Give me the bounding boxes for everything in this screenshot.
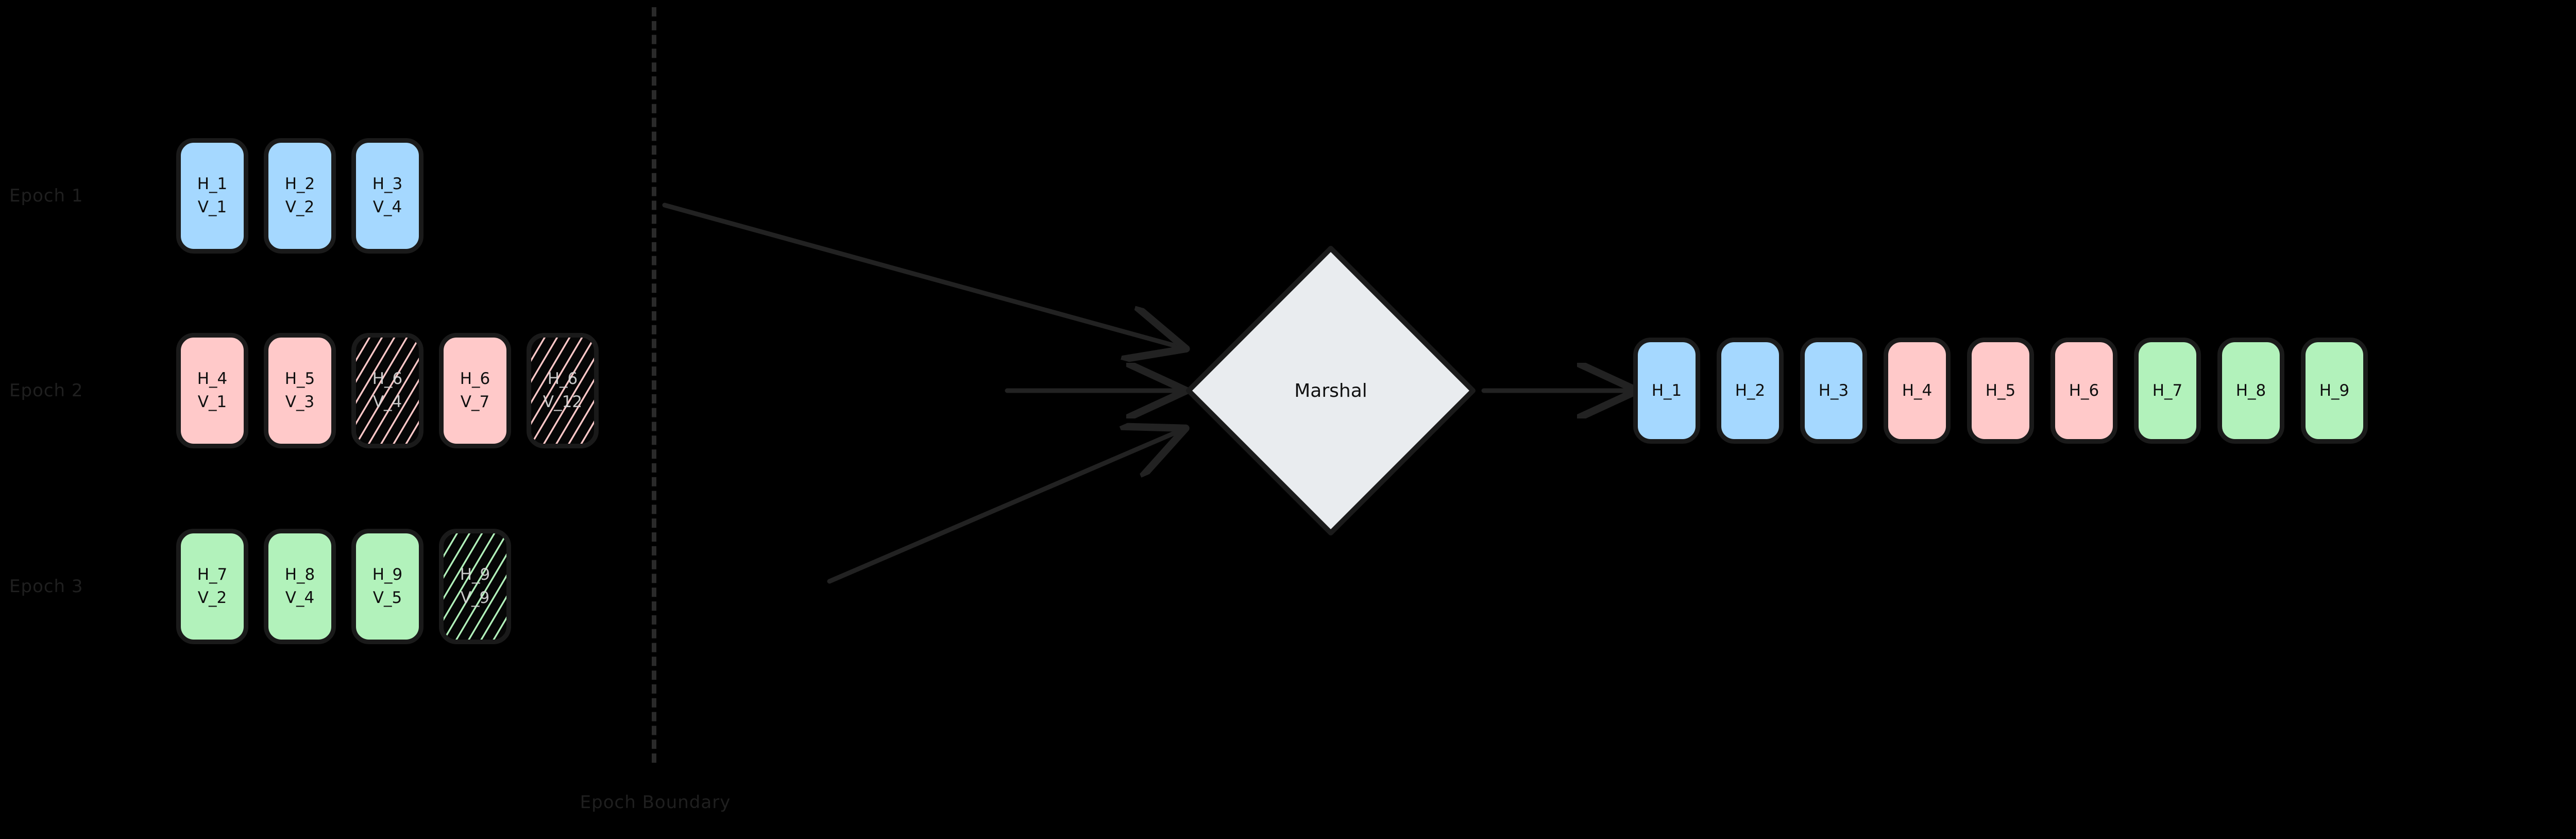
output-node-H_7[interactable]: H_7 xyxy=(2134,338,2201,444)
node-hash-label: H_7 xyxy=(197,565,228,584)
output-node-label: H_8 xyxy=(2235,381,2266,400)
node-version-label: V_5 xyxy=(372,589,402,607)
epoch-boundary-label: Epoch Boundary xyxy=(580,792,731,813)
node-version-label: V_12 xyxy=(543,393,583,411)
marshal-node[interactable]: Marshal xyxy=(1177,237,1484,544)
output-node-H_3[interactable]: H_3 xyxy=(1800,338,1867,444)
output-node-label: H_6 xyxy=(2069,381,2099,400)
output-node-label: H_1 xyxy=(1651,381,1682,400)
output-node-label: H_4 xyxy=(1902,381,1933,400)
node-version-label: V_2 xyxy=(197,589,227,607)
output-node-H_9[interactable]: H_9 xyxy=(2301,338,2368,444)
output-node-label: H_7 xyxy=(2152,381,2183,400)
edge-epoch3-to-marshal xyxy=(827,432,1177,584)
output-node-H_8[interactable]: H_8 xyxy=(2217,338,2284,444)
output-node-label: H_5 xyxy=(1985,381,2016,400)
node-hash-label: H_5 xyxy=(284,370,315,389)
node-hash-label: H_3 xyxy=(372,175,403,194)
node-version-label: V_7 xyxy=(460,393,490,411)
output-node-H_4[interactable]: H_4 xyxy=(1884,338,1951,444)
node-version-label: V_4 xyxy=(372,198,402,216)
output-node-H_5[interactable]: H_5 xyxy=(1967,338,2034,444)
node-version-label: V_1 xyxy=(197,198,227,216)
node-hash-label: H_9 xyxy=(460,565,490,584)
epoch-row-label-1: Epoch 1 xyxy=(9,186,83,206)
node-hash-label: H_4 xyxy=(197,370,228,389)
output-node-label: H_2 xyxy=(1735,381,1766,400)
node-hash-label: H_9 xyxy=(372,565,403,584)
node-version-label: V_1 xyxy=(197,393,227,411)
node-version-label: V_9 xyxy=(460,589,490,607)
output-node-label: H_3 xyxy=(1818,381,1849,400)
marshal-diamond-shape xyxy=(1186,246,1476,535)
node-hash-label: H_8 xyxy=(284,565,315,584)
output-node-label: H_9 xyxy=(2319,381,2350,400)
node-hash-label: H_1 xyxy=(197,175,228,194)
output-node-H_6[interactable]: H_6 xyxy=(2050,338,2117,444)
node-version-label: V_3 xyxy=(285,393,315,411)
output-node-H_2[interactable]: H_2 xyxy=(1717,338,1784,444)
marshal-label: Marshal xyxy=(1294,380,1367,401)
node-version-label: V_4 xyxy=(372,393,402,411)
node-version-label: V_4 xyxy=(285,589,315,607)
node-hash-label: H_2 xyxy=(284,175,315,194)
epoch-row-label-2: Epoch 2 xyxy=(9,380,83,401)
node-hash-label: H_6 xyxy=(372,370,403,389)
node-hash-label: H_6 xyxy=(547,370,578,389)
epoch-row-label-3: Epoch 3 xyxy=(9,576,83,597)
node-hash-label: H_6 xyxy=(460,370,490,389)
output-node-H_1[interactable]: H_1 xyxy=(1633,338,1700,444)
epoch-boundary-line xyxy=(652,7,656,763)
node-version-label: V_2 xyxy=(285,198,315,216)
edge-epoch1-to-marshal xyxy=(662,203,1177,346)
